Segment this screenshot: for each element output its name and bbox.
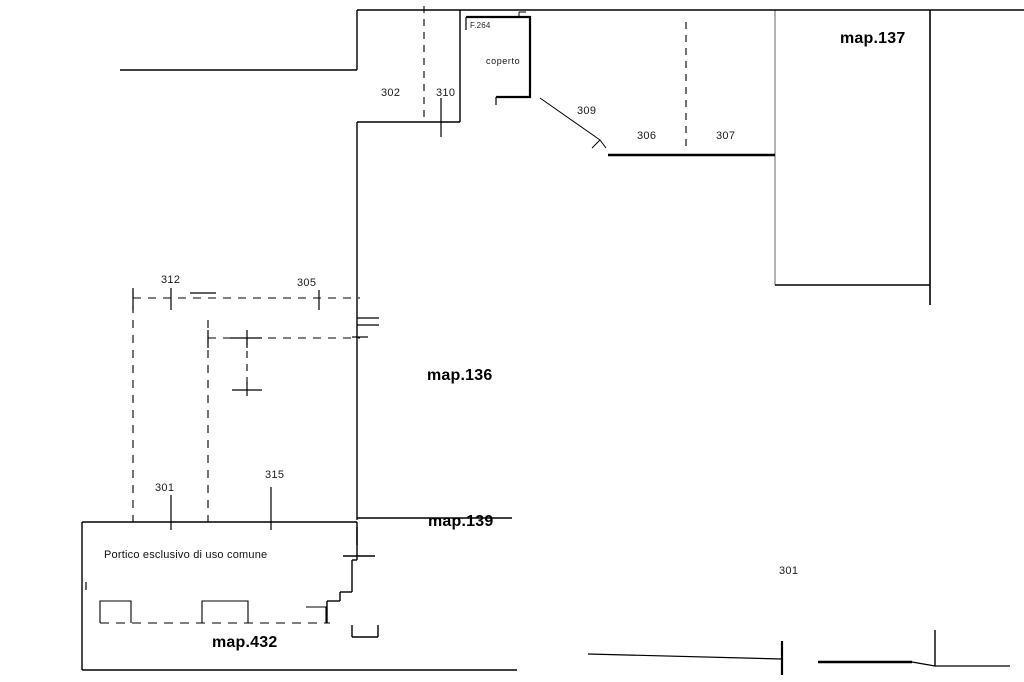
parcel-label-map432: map.432 bbox=[212, 634, 278, 651]
subunit-label-306: 306 bbox=[637, 130, 657, 142]
subunit-label-310: 310 bbox=[436, 87, 456, 99]
parcel-136-outline bbox=[356, 10, 461, 520]
boundary-ticks bbox=[352, 98, 442, 338]
portico-pilasters bbox=[99, 600, 327, 623]
subunit-label-312: 312 bbox=[161, 274, 181, 286]
room-coperto-outline bbox=[465, 11, 532, 105]
portico-structure bbox=[81, 522, 517, 671]
subunit-label-315: 315 bbox=[265, 469, 285, 481]
parcel-label-map139: map.139 bbox=[428, 513, 494, 530]
subunit-label-305: 305 bbox=[297, 277, 317, 289]
parcel-137-outline bbox=[608, 10, 931, 305]
survey-dashed-verticals bbox=[423, 6, 687, 152]
subunit-label-301-left: 301 bbox=[155, 482, 175, 494]
measurement-dashed-lines bbox=[100, 290, 360, 624]
annotation-room-code: F.264 bbox=[470, 21, 491, 30]
annotation-portico-note: Portico esclusivo di uso comune bbox=[104, 549, 268, 561]
subunit-label-301-right: 301 bbox=[779, 565, 799, 577]
parcel-label-map136: map.136 bbox=[427, 367, 493, 384]
subunit-label-307: 307 bbox=[716, 130, 736, 142]
leader-309 bbox=[539, 97, 607, 149]
annotation-room-coperto: coperto bbox=[486, 56, 521, 66]
subunit-label-309: 309 bbox=[577, 105, 597, 117]
measurement-ticks-left bbox=[132, 288, 320, 530]
parcel-label-map137: map.137 bbox=[840, 30, 906, 47]
subunit-label-302: 302 bbox=[381, 87, 401, 99]
boundary-bottom-right bbox=[587, 630, 1010, 675]
boundary-top bbox=[120, 9, 1024, 71]
